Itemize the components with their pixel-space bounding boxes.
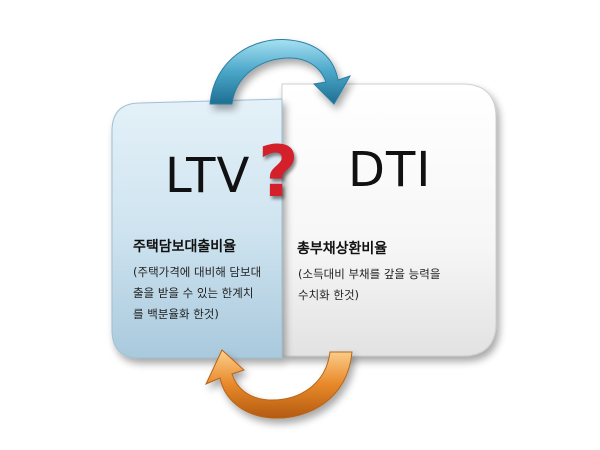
ltv-desc-line: 를 백분율화 한것) — [133, 307, 219, 321]
question-mark: ? — [258, 131, 299, 213]
cycle-arrow-top-icon — [209, 39, 352, 105]
dti-desc-line: (소득대비 부채를 갚을 능력을 — [298, 267, 441, 281]
dti-title: DTI — [348, 142, 432, 198]
ltv-heading: 주택담보대출비율 — [133, 239, 237, 255]
ltv-description: (주택가격에 대비해 담보대 출을 받을 수 있는 한계치 를 백분율화 한것) — [133, 262, 261, 325]
dti-description: (소득대비 부채를 갚을 능력을 수치화 한것) — [298, 264, 440, 306]
ltv-panel — [111, 98, 283, 359]
ltv-desc-line: 출을 받을 수 있는 한계치 — [133, 286, 254, 300]
dti-heading: 총부채상환비율 — [297, 241, 388, 257]
cycle-arrow-bottom-icon — [204, 349, 353, 419]
dti-desc-line: 수치화 한것) — [298, 288, 360, 302]
dti-panel — [281, 83, 497, 357]
ltv-desc-line: (주택가격에 대비해 담보대 — [133, 265, 262, 279]
ltv-title: LTV — [165, 148, 251, 204]
